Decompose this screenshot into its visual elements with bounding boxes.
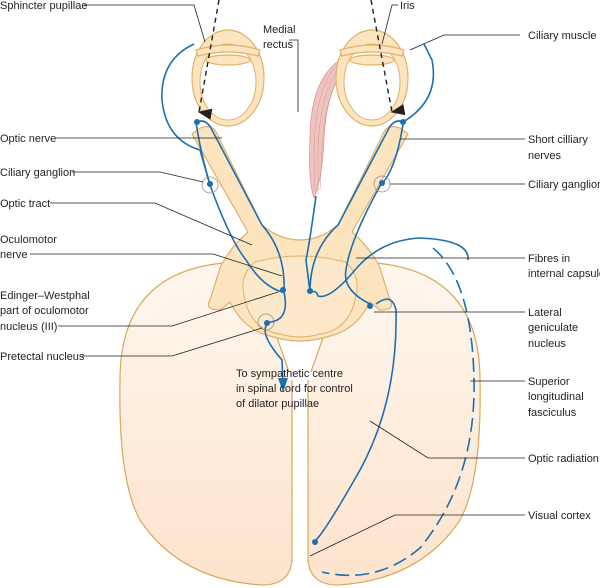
label-medial-rectus-line1: Medial — [263, 24, 295, 36]
label-iris: Iris — [400, 0, 415, 12]
left-eyeball — [191, 29, 265, 127]
label-sympathetic-line2: in spinal cord for control — [236, 383, 353, 395]
label-short-ciliary-line2: nerves — [528, 150, 562, 162]
lgn-node — [367, 303, 373, 309]
leader-lines — [30, 4, 525, 557]
label-ew-line3: nucleus (III) — [0, 321, 57, 333]
label-sphincter-pupillae: Sphincter pupillae — [0, 0, 87, 12]
medial-rectus-muscle — [309, 59, 347, 200]
ciliary-ganglion-right-node — [379, 180, 385, 186]
pretectal-nucleus-node — [264, 320, 270, 326]
label-ew-line2: part of oculomotor — [0, 305, 89, 317]
label-slf-line3: fasciculus — [528, 407, 577, 419]
visual-cortex-node — [312, 539, 318, 545]
label-sympathetic-line1: To sympathetic centre — [236, 368, 343, 380]
nerve-pathways — [161, 43, 475, 577]
ciliary-ganglion-left-marker — [201, 176, 219, 194]
ew-nucleus-node-right — [307, 288, 313, 294]
ew-nucleus-node-left — [280, 287, 286, 293]
midbrain — [242, 255, 358, 338]
midline-gap — [285, 372, 315, 380]
label-visual-cortex: Visual cortex — [528, 510, 591, 522]
label-pretectal-nucleus: Pretectal nucleus — [0, 351, 85, 363]
label-medial-rectus-line2: rectus — [263, 39, 293, 51]
label-lgn-line1: Lateral — [528, 307, 562, 319]
right-hemisphere — [307, 261, 481, 586]
pretectal-nucleus-marker — [257, 313, 275, 331]
light-ray-right — [370, 0, 406, 116]
optic-nerve-node-left — [194, 119, 200, 125]
label-optic-radiation: Optic radiation — [528, 453, 599, 465]
label-oculomotor-line2: nerve — [0, 249, 28, 261]
ciliary-ganglion-left-node — [207, 181, 213, 187]
label-ciliary-muscle: Ciliary muscle — [528, 30, 596, 42]
label-fibres-line1: Fibres in — [528, 253, 570, 265]
label-optic-nerve: Optic nerve — [0, 133, 56, 145]
label-sympathetic-line3: of dilator pupillae — [236, 398, 319, 410]
left-hemisphere — [119, 261, 293, 586]
label-optic-tract: Optic tract — [0, 198, 50, 210]
label-lgn-line2: geniculate — [528, 322, 578, 334]
optic-nerve-node-right — [400, 119, 406, 125]
label-ew-line1: Edinger–Westphal — [0, 290, 90, 302]
label-ciliary-ganglion-right: Ciliary ganglion — [528, 179, 600, 191]
label-short-ciliary-line1: Short cilliary — [528, 134, 588, 146]
label-oculomotor-line1: Oculomotor — [0, 234, 57, 246]
label-slf-line1: Superior — [528, 376, 570, 388]
label-ciliary-ganglion-left: Ciliary ganglion — [0, 167, 75, 179]
light-ray-left — [197, 0, 220, 120]
label-slf-line2: longitudinal — [528, 391, 584, 403]
label-fibres-line2: internal capsule — [528, 268, 600, 280]
label-lgn-line3: nucleus — [528, 338, 566, 350]
right-eyeball — [335, 29, 409, 127]
